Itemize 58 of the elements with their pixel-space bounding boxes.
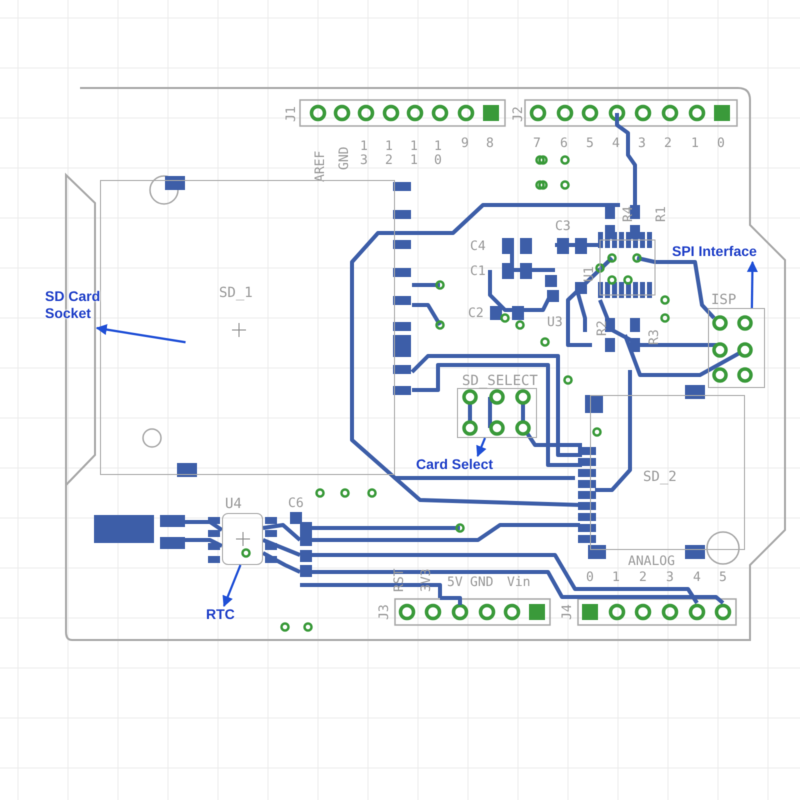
silkscreen-label: 2 bbox=[639, 571, 647, 584]
component-label: SD_2 bbox=[643, 470, 677, 484]
silkscreen-label: 1 bbox=[691, 137, 699, 150]
silkscreen-label: GND bbox=[338, 146, 351, 170]
callout-arrow bbox=[222, 564, 242, 608]
silkscreen-label: Vin bbox=[507, 576, 530, 589]
callout-label: SPI Interface bbox=[672, 243, 794, 262]
silkscreen-label: J3 bbox=[378, 604, 391, 620]
silkscreen-label: R2 bbox=[596, 320, 609, 336]
silkscreen-label: ANALOG bbox=[628, 555, 675, 568]
silkscreen-label: 3 bbox=[666, 571, 674, 584]
silkscreen-label: 3V3 bbox=[420, 568, 433, 592]
silkscreen-label: C6 bbox=[288, 497, 304, 510]
silkscreen-label: 0 bbox=[717, 137, 725, 150]
silkscreen-label: 2 bbox=[664, 137, 672, 150]
silkscreen-label: 8 bbox=[486, 137, 494, 150]
silkscreen-label: 13 bbox=[360, 140, 368, 168]
component-label: U4 bbox=[225, 497, 242, 511]
silkscreen-label: 4 bbox=[693, 571, 701, 584]
silkscreen-label: U3 bbox=[547, 316, 563, 329]
silkscreen-label: R1 bbox=[655, 206, 668, 222]
callout-label: SD Card Socket bbox=[45, 288, 117, 328]
silkscreen-label: U1 bbox=[583, 266, 596, 282]
silkscreen-label: C2 bbox=[468, 307, 484, 320]
silkscreen-label: 5V bbox=[447, 576, 463, 589]
silkscreen-label: 9 bbox=[461, 137, 469, 150]
silkscreen-label: J4 bbox=[561, 604, 574, 620]
silkscreen-label: GND bbox=[470, 576, 494, 589]
component-label: SD_1 bbox=[219, 286, 253, 300]
silkscreen-label: C1 bbox=[470, 265, 486, 278]
silkscreen-label: 3 bbox=[638, 137, 646, 150]
silkscreen-label: 0 bbox=[586, 571, 594, 584]
sd-socket-footprint bbox=[590, 395, 745, 550]
silkscreen-label: J2 bbox=[512, 106, 525, 122]
silkscreen-label: C3 bbox=[555, 220, 571, 233]
silkscreen-label: 10 bbox=[434, 140, 442, 168]
callout-arrow bbox=[746, 260, 758, 308]
silkscreen-label: 5 bbox=[586, 137, 594, 150]
silkscreen-label: 5 bbox=[719, 571, 727, 584]
silkscreen-label: 7 bbox=[533, 137, 541, 150]
silkscreen-label: 1 bbox=[612, 571, 620, 584]
component-label: SD_SELECT bbox=[462, 374, 538, 388]
silkscreen-label: AREF bbox=[314, 150, 327, 182]
silkscreen-label: 4 bbox=[612, 137, 620, 150]
silkscreen-label: J1 bbox=[285, 106, 298, 122]
callout-arrow bbox=[476, 438, 486, 458]
callout-arrow bbox=[96, 324, 186, 344]
silkscreen-label: RST bbox=[393, 568, 406, 592]
silkscreen-label: C4 bbox=[470, 240, 486, 253]
callout-label: Card Select bbox=[416, 456, 528, 475]
silkscreen-label: 6 bbox=[560, 137, 568, 150]
silkscreen-label: 12 bbox=[385, 140, 393, 168]
silkscreen-label: R3 bbox=[648, 329, 661, 345]
callout-label: RTC bbox=[206, 606, 246, 625]
silkscreen-label: 11 bbox=[410, 140, 418, 168]
silkscreen-label: R4 bbox=[622, 206, 635, 222]
sd-socket-footprint bbox=[100, 180, 395, 475]
component-label: ISP bbox=[711, 293, 736, 307]
